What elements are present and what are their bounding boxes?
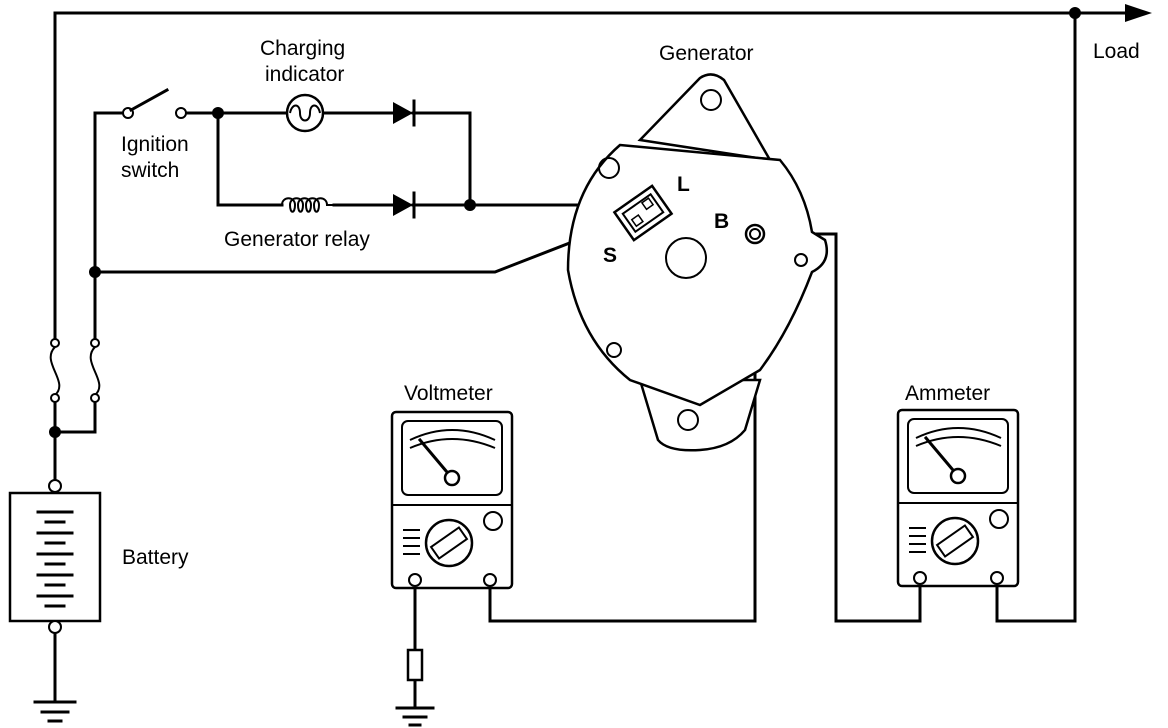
voltmeter-probe	[406, 648, 424, 682]
ammeter-dial	[907, 418, 1009, 494]
ammeter-terminal-neg	[913, 571, 927, 585]
junctions	[49, 7, 1081, 438]
voltmeter-terminal-neg	[408, 573, 422, 587]
charging-indicator-label-2: indicator	[265, 63, 344, 86]
voltmeter-label: Voltmeter	[404, 382, 493, 405]
voltmeter-terminal-pos	[483, 573, 497, 587]
voltmeter-body	[390, 410, 514, 590]
wire-fuse-right-down	[53, 398, 97, 434]
voltmeter-needle	[417, 437, 455, 481]
junction-dot	[212, 107, 224, 119]
battery-terminal-positive	[48, 479, 62, 493]
ammeter	[896, 408, 1020, 588]
ignition-switch-label-1: Ignition	[121, 133, 189, 156]
junction-dot	[49, 426, 61, 438]
generator-top-ear	[637, 73, 773, 162]
terminal-b	[744, 223, 766, 245]
shaft-hole	[665, 237, 707, 279]
battery-label: Battery	[122, 546, 189, 569]
wiring	[53, 4, 1152, 708]
fuse-left	[49, 338, 61, 403]
wire-indicator-diode-out	[411, 111, 472, 207]
ammeter-terminal-pos	[990, 571, 1004, 585]
wire-ignition-feed	[93, 111, 130, 342]
generator-label: Generator	[659, 42, 754, 65]
charging-indicator-label-1: Charging	[260, 37, 345, 60]
generator-bottom-ear	[638, 378, 762, 452]
battery-terminal-negative	[48, 620, 62, 634]
load-arrow	[1125, 4, 1152, 22]
ammeter-needle	[923, 435, 961, 479]
charging-indicator-lamp	[285, 93, 325, 133]
wire-b-to-voltmeter	[488, 235, 757, 623]
ammeter-body	[896, 408, 1020, 588]
diode-relay	[393, 191, 416, 219]
junction-dot	[89, 266, 101, 278]
wire-load-return	[995, 11, 1077, 623]
fuse-right	[89, 338, 101, 403]
mounting-hole	[677, 409, 699, 431]
battery-case	[8, 491, 102, 623]
terminal-b-label: B	[714, 210, 729, 233]
mounting-hole	[598, 157, 620, 179]
wire-main-top	[53, 11, 1142, 342]
ammeter-label: Ammeter	[905, 382, 990, 405]
labels: Load Charging indicator Generator Igniti…	[121, 37, 1140, 569]
mounting-hole	[606, 342, 622, 358]
load-label: Load	[1093, 40, 1140, 63]
mounting-hole	[794, 253, 808, 267]
mounting-hole	[700, 89, 722, 111]
ignition-switch-label-2: switch	[121, 159, 179, 182]
terminal-l-label: L	[677, 173, 690, 196]
diode-indicator	[393, 99, 416, 127]
voltmeter	[390, 410, 514, 727]
generator-relay-coil	[281, 197, 334, 213]
battery-ground-icon	[33, 700, 77, 723]
battery	[8, 479, 102, 723]
voltmeter-dial	[401, 420, 503, 496]
battery-cells	[36, 510, 74, 608]
connector-ls	[612, 184, 674, 242]
generator-relay-label: Generator relay	[224, 228, 370, 251]
terminal-s-label: S	[603, 244, 617, 267]
voltmeter-ground-icon	[395, 706, 435, 727]
ignition-switch	[122, 87, 187, 119]
junction-dot	[464, 199, 476, 211]
generator	[566, 73, 829, 452]
wire-relay-branch	[216, 111, 284, 207]
junction-dot	[1069, 7, 1081, 19]
